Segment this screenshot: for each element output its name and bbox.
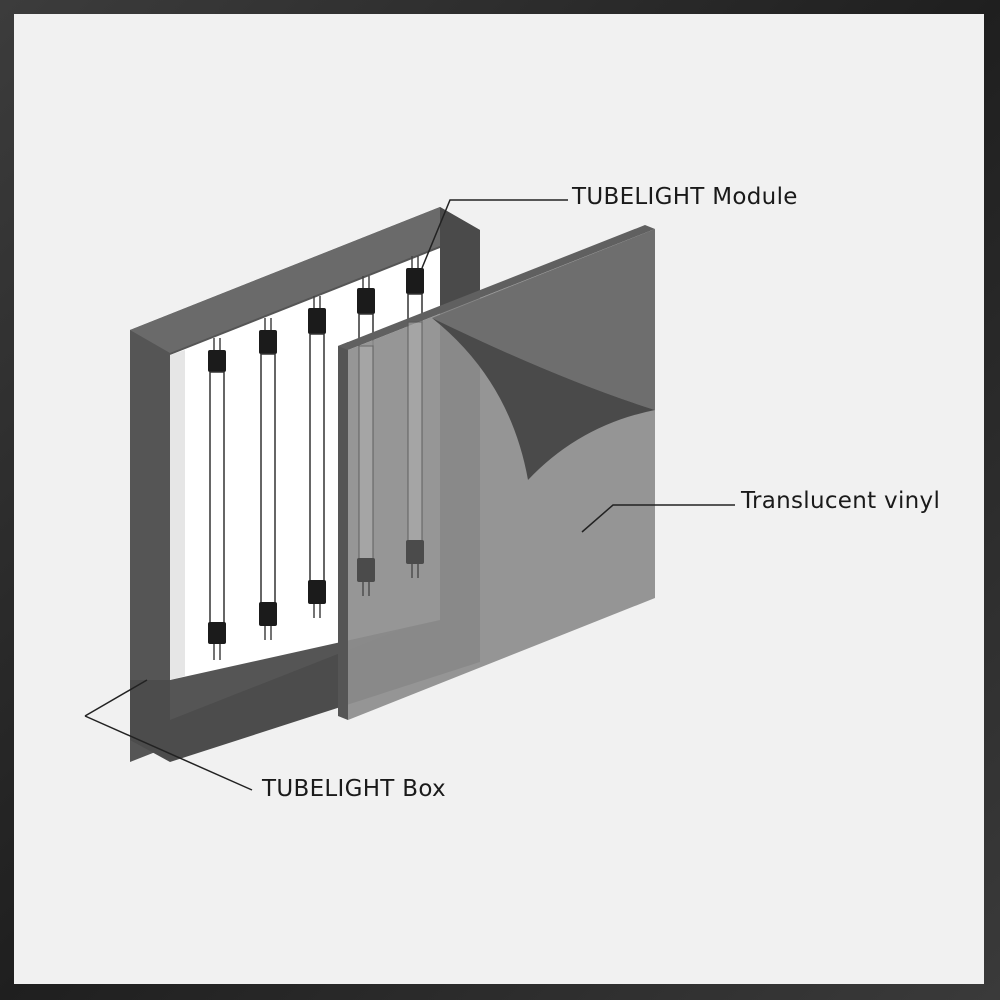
box-inner-left-depth [170, 350, 185, 680]
box-top-edge [130, 207, 480, 353]
tube-1 [208, 338, 226, 660]
vinyl-peel-back [432, 229, 655, 410]
vinyl-leader-line [581, 504, 735, 533]
translucent-vinyl-panel [338, 225, 655, 720]
vinyl-top-edge [338, 225, 655, 350]
tubelight-module-label: TUBELIGHT Module [572, 184, 798, 210]
vinyl-peel-flap [432, 318, 655, 480]
translucent-vinyl-label: Translucent vinyl [741, 488, 941, 514]
tube-3 [308, 296, 326, 618]
tubelight-box-label: TUBELIGHT Box [262, 776, 446, 802]
tube-2 [259, 318, 277, 640]
box-leader-line-1 [84, 679, 148, 717]
leader-lines [84, 199, 735, 791]
box-leader-line-2 [84, 715, 253, 791]
module-leader-line [421, 199, 568, 269]
vinyl-left-edge [338, 342, 348, 720]
